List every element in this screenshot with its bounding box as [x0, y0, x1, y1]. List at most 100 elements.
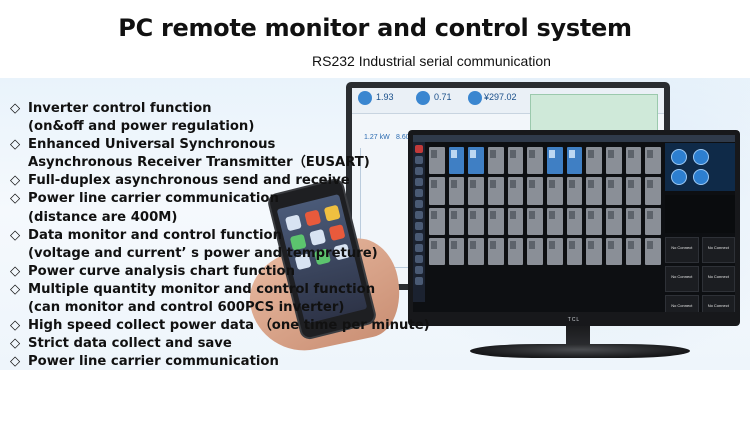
- gauge-icon: [693, 149, 709, 165]
- inverter-tile[interactable]: [606, 177, 622, 205]
- inverter-tile[interactable]: [566, 237, 583, 265]
- inverter-tile[interactable]: [566, 177, 583, 205]
- inverter-tile[interactable]: [507, 207, 524, 235]
- sidebar-icon: [415, 211, 423, 219]
- status-tile[interactable]: No Connect: [701, 266, 735, 292]
- monitor-brand: TCL: [567, 317, 581, 323]
- feature-subtext: (can monitor and control 600PCS inverter…: [28, 300, 345, 316]
- inverter-tile[interactable]: [547, 237, 563, 265]
- inverter-tile[interactable]: [488, 177, 504, 205]
- inverter-tile[interactable]: [606, 237, 622, 265]
- status-tile[interactable]: No Connect: [665, 295, 699, 312]
- feature-item: ◇ Power line carrier communication (distan…: [10, 190, 410, 226]
- inverter-tile[interactable]: [468, 147, 484, 175]
- inverter-tile[interactable]: [507, 147, 524, 175]
- front-monitor-screen: No Connect No Connect No Connect No Conn…: [413, 135, 735, 312]
- sidebar-icon: [415, 156, 423, 164]
- inverter-tile[interactable]: [468, 237, 484, 265]
- sidebar-icon: [415, 178, 423, 186]
- inverter-tile[interactable]: [625, 177, 642, 205]
- diamond-bullet-icon: ◇: [10, 191, 21, 207]
- inverter-tile[interactable]: [625, 237, 642, 265]
- feature-text: Inverter control function: [28, 101, 212, 116]
- inverter-tile[interactable]: [547, 147, 563, 175]
- inverter-tile[interactable]: [527, 147, 543, 175]
- inverter-tile[interactable]: [586, 207, 602, 235]
- inverter-tile[interactable]: [586, 177, 602, 205]
- sidebar-icon: [415, 167, 423, 175]
- inverter-tile[interactable]: [527, 177, 543, 205]
- inverter-tile[interactable]: [488, 237, 504, 265]
- feature-subtext: (voltage and current’ s power and tempre…: [28, 245, 378, 261]
- inverter-tile[interactable]: [488, 147, 504, 175]
- inverter-tile[interactable]: [448, 177, 465, 205]
- inverter-tile[interactable]: [468, 207, 484, 235]
- inverter-tile[interactable]: [448, 207, 465, 235]
- feature-subtext: (distance are 400M): [28, 209, 178, 225]
- feature-item: ◇Data monitor and control function(volta…: [10, 227, 410, 263]
- sidebar-icon: [415, 189, 423, 197]
- diamond-bullet-icon: ◇: [10, 281, 21, 297]
- inverter-tile[interactable]: [586, 147, 602, 175]
- inverter-tile[interactable]: [547, 177, 563, 205]
- feature-text: Enhanced Universal Synchronous: [28, 137, 276, 153]
- inverter-tile[interactable]: [625, 207, 642, 235]
- diamond-bullet-icon: ◇: [10, 101, 21, 116]
- inverter-tile[interactable]: [429, 177, 445, 205]
- inverter-tile[interactable]: [507, 177, 524, 205]
- inverter-tile[interactable]: [645, 177, 661, 205]
- cloud-icon: [358, 91, 372, 105]
- feature-text: Power line carrier communication: [28, 191, 279, 207]
- feature-list: ◇Inverter control function(on&off and po…: [10, 100, 430, 371]
- sidebar-icon: [415, 266, 423, 274]
- inverter-tile[interactable]: [527, 207, 543, 235]
- kw-value-1: 1.27 kW: [364, 134, 390, 141]
- inverter-tile[interactable]: [448, 237, 465, 265]
- page-subtitle: RS232 Industrial serial communication: [312, 53, 551, 69]
- inverter-tile[interactable]: [566, 207, 583, 235]
- inverter-tile[interactable]: [527, 237, 543, 265]
- app-titlebar: [413, 135, 735, 142]
- money-icon: [468, 91, 482, 105]
- gauge-icon: [671, 169, 687, 185]
- inverter-tile[interactable]: [429, 207, 445, 235]
- feature-item: ◇Inverter control function(on&off and po…: [10, 100, 410, 136]
- feature-text: Power line carrier communication: [28, 354, 279, 370]
- sidebar-icon: [415, 244, 423, 252]
- inverter-tile[interactable]: [429, 237, 445, 265]
- feature-text: Full-duplex asynchronous send and receiv…: [28, 173, 350, 189]
- status-tile[interactable]: No Connect: [701, 295, 735, 312]
- feature-item: ◇Strict data collect and save: [10, 335, 410, 353]
- sidebar-icon: [415, 255, 423, 263]
- front-monitor: No Connect No Connect No Connect No Conn…: [408, 130, 740, 326]
- inverter-tile[interactable]: [625, 147, 642, 175]
- inverter-tile[interactable]: [645, 147, 661, 175]
- inverter-tile[interactable]: [468, 177, 484, 205]
- status-tile[interactable]: No Connect: [665, 266, 699, 292]
- stat-energy: 1.93: [376, 92, 394, 102]
- inverter-tile[interactable]: [566, 147, 583, 175]
- diamond-bullet-icon: ◇: [10, 336, 21, 352]
- diamond-bullet-icon: ◇: [10, 263, 21, 279]
- page-title: PC remote monitor and control system: [118, 14, 632, 42]
- status-tile[interactable]: No Connect: [665, 237, 699, 263]
- gauge-icon: [671, 149, 687, 165]
- feature-text: Multiple quantity monitor and control fu…: [28, 281, 376, 297]
- inverter-tile[interactable]: [429, 147, 445, 175]
- inverter-tile[interactable]: [488, 207, 504, 235]
- inverter-tile[interactable]: [606, 147, 622, 175]
- stat-income: ¥297.02: [484, 92, 517, 102]
- inverter-tile[interactable]: [448, 147, 465, 175]
- diamond-bullet-icon: ◇: [10, 354, 21, 370]
- inverter-tile[interactable]: [606, 207, 622, 235]
- status-tile[interactable]: No Connect: [701, 237, 735, 263]
- inverter-tile[interactable]: [507, 237, 524, 265]
- sidebar-icon: [415, 222, 423, 230]
- inverter-tile[interactable]: [547, 207, 563, 235]
- inverter-tile[interactable]: [645, 237, 661, 265]
- inverter-tile[interactable]: [586, 237, 602, 265]
- inverter-tile[interactable]: [645, 207, 661, 235]
- inverter-grid: [429, 147, 661, 265]
- feature-item: ◇Power curve analysis chart function: [10, 263, 410, 281]
